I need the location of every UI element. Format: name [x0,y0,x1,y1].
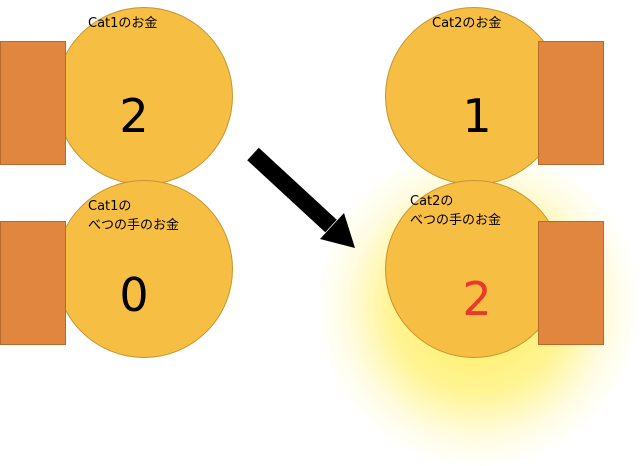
cat2-money-label: Cat2のお金 [432,14,501,33]
cat1-other-money-label-line-2: べつの手のお金 [88,218,180,233]
cat1-money-label-line-1: Cat1のお金 [88,16,158,31]
cat1-money-coin [55,7,233,185]
cat2-other-money-hand-block [538,221,604,345]
cat2-money-hand-block [538,41,604,165]
cat1-money-value: 2 [119,89,149,143]
down-right-arrow-icon [247,147,355,248]
cat1-other-money-hand-block [0,221,66,345]
cat2-money-coin [385,7,563,185]
diagram-canvas: Cat1のお金 2 Cat1の べつの手のお金 0 Cat2のお金 1 Cat2… [0,7,638,466]
cat2-other-money-label-line-2: べつの手のお金 [410,213,502,228]
cat1-other-money-coin [55,180,233,358]
cat1-other-money-label-line-1: Cat1の [88,199,132,214]
cat1-money-label: Cat1のお金 [88,14,157,33]
cat1-other-money-value: 0 [119,268,149,322]
cat2-other-money-label: Cat2の べつの手のお金 [410,192,501,230]
cat2-money-value: 1 [462,89,492,143]
cat1-other-money-label: Cat1の べつの手のお金 [88,197,179,235]
cat2-money-label-line-1: Cat2のお金 [432,16,502,31]
cat2-other-money-label-line-1: Cat2の [410,194,454,209]
cat2-other-money-value: 2 [462,272,492,326]
cat2-other-money-coin [385,180,563,358]
cat1-money-hand-block [0,41,66,165]
